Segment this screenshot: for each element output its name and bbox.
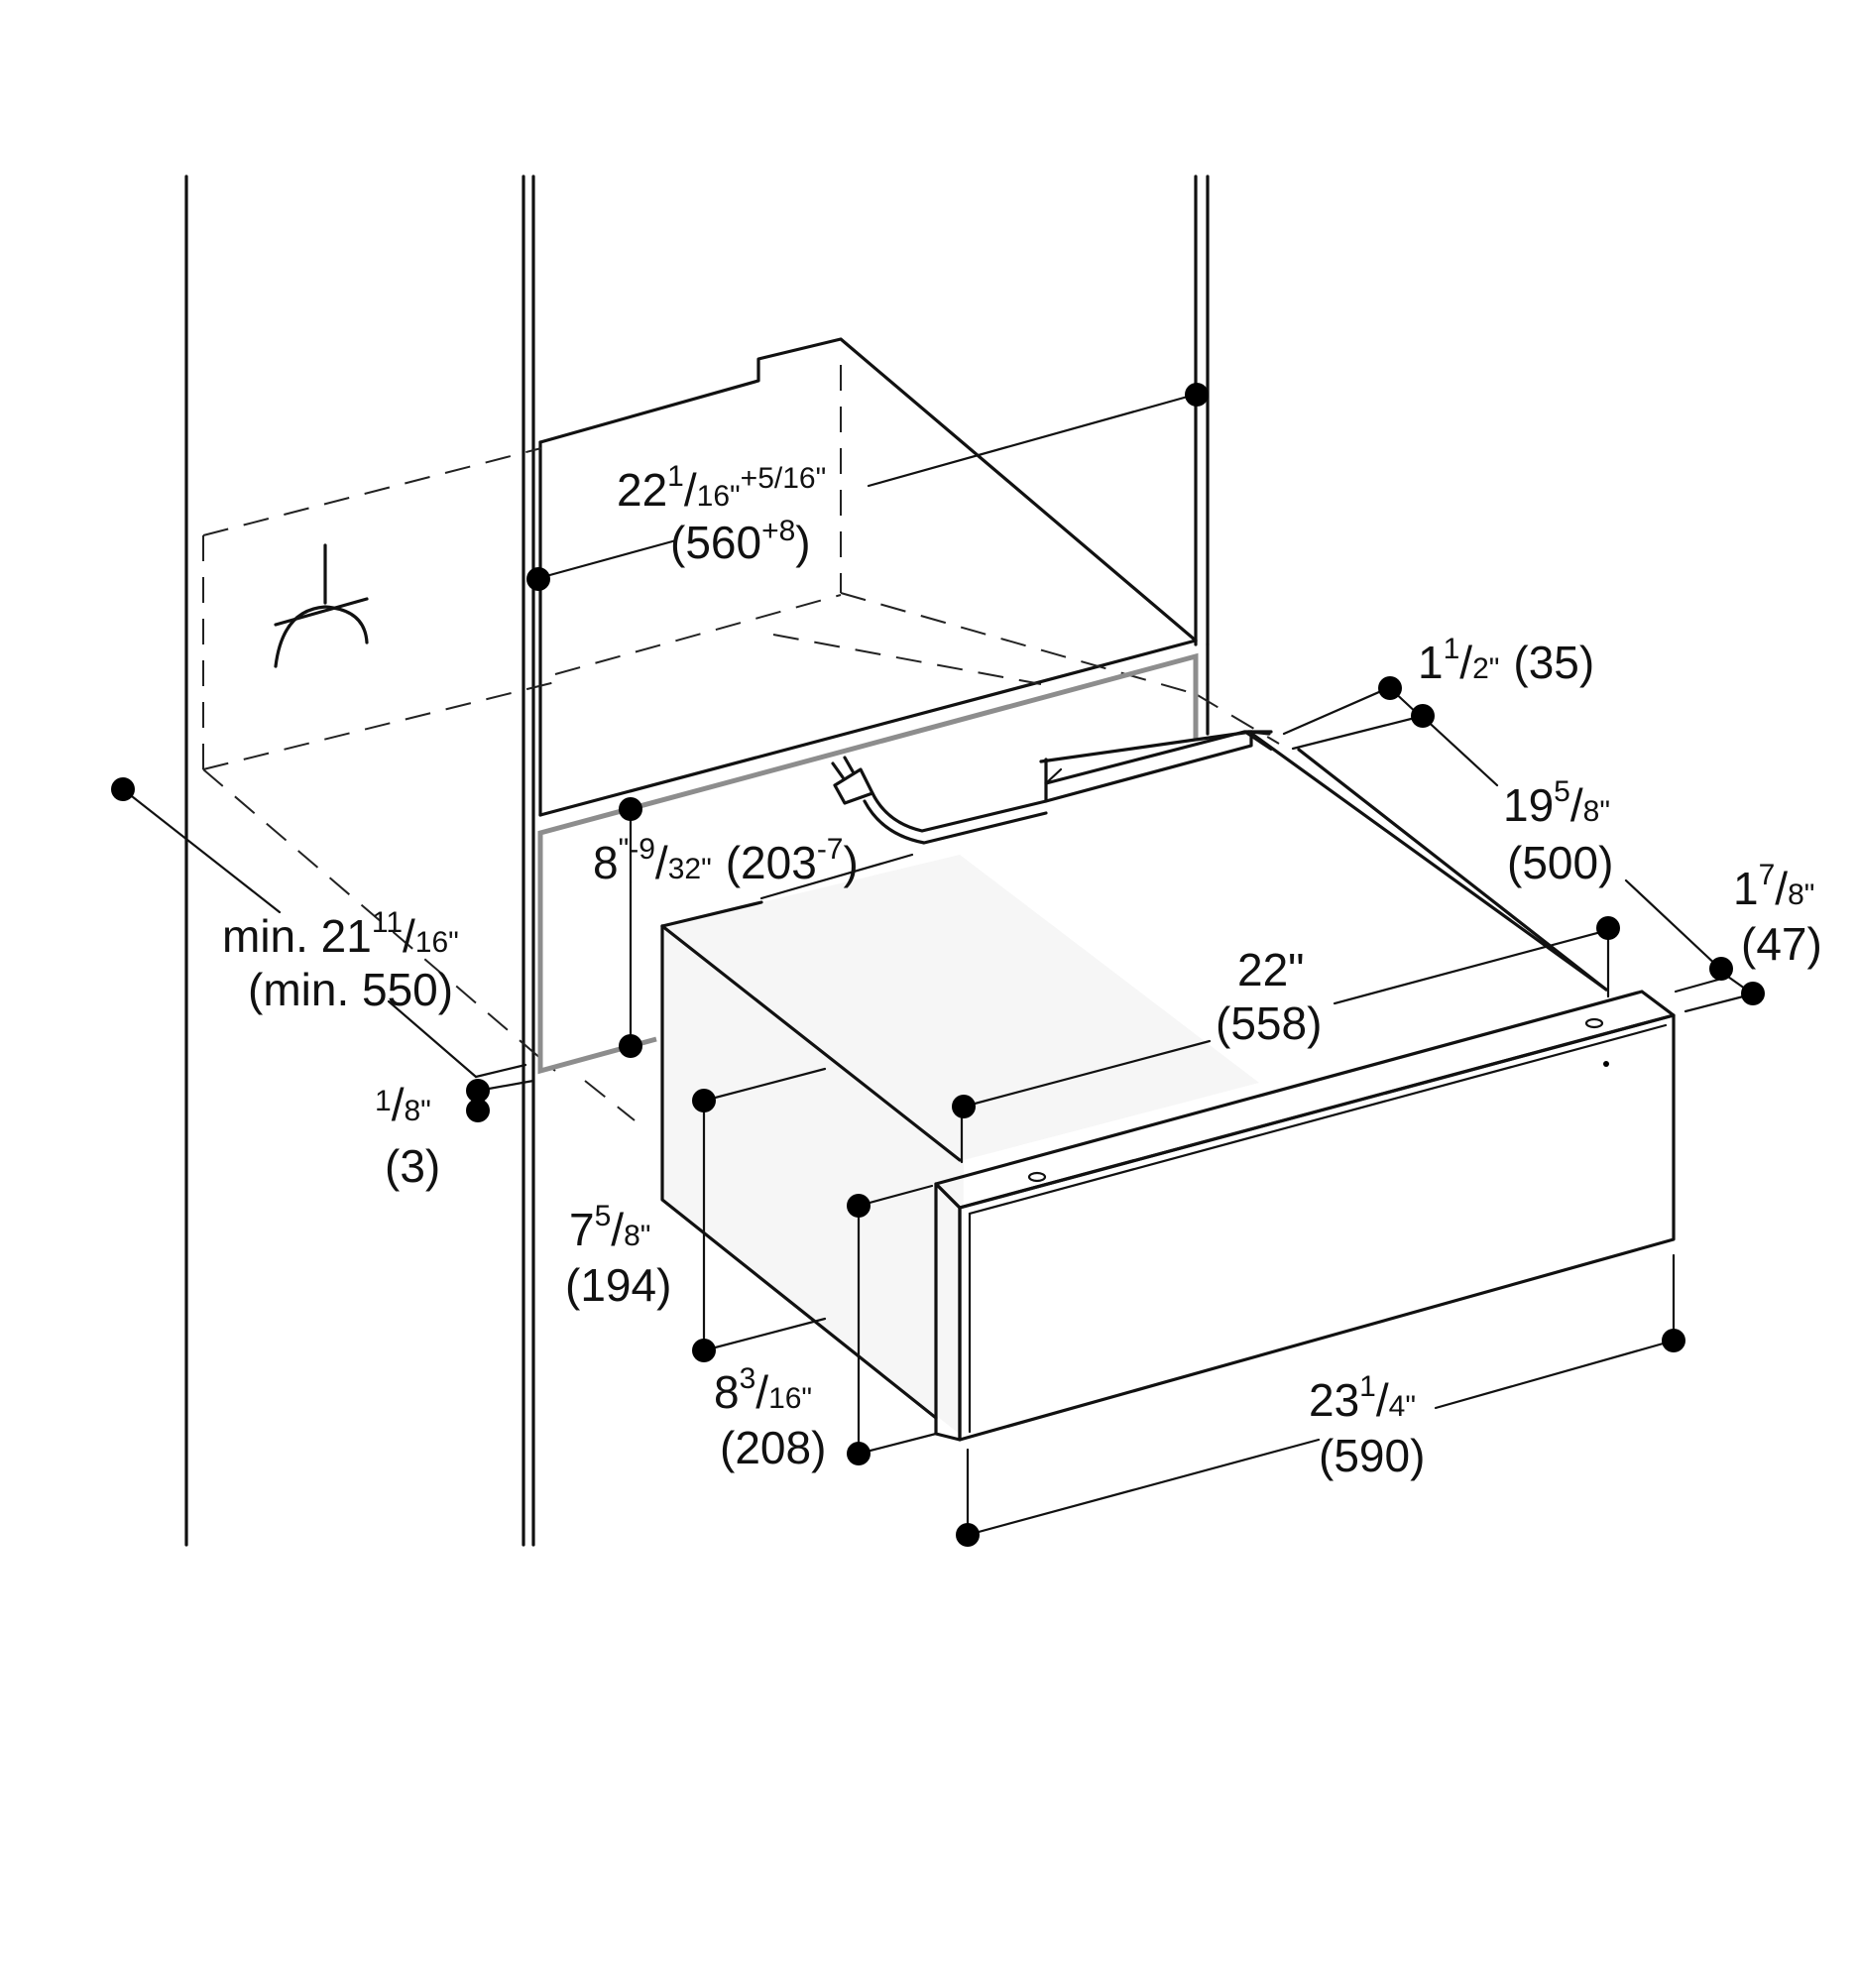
cabinet-panels (184, 175, 1210, 1547)
label-cutout-width-metric: (560+8) (670, 515, 811, 568)
electrical-socket-icon (274, 543, 369, 668)
label-body-width-metric: (558) (1216, 997, 1322, 1049)
label-flush-offset: 11/2"(35) (1418, 633, 1594, 688)
cutout-dashed-outline (202, 365, 1280, 1121)
label-cutout-depth: 195/8" (1503, 775, 1610, 831)
upper-niche (538, 337, 1198, 817)
label-cutout-width: 221/16"+5/16" (617, 460, 826, 516)
label-front-thickness-metric: (47) (1741, 918, 1822, 970)
label-front-height: 83/16" (714, 1362, 812, 1418)
drawer-front-panel (934, 990, 1676, 1442)
label-min-depth-metric: (min. 550) (248, 964, 453, 1015)
power-plug-icon (831, 756, 1048, 845)
label-gap-metric: (3) (385, 1140, 440, 1192)
label-front-width: 231/4" (1309, 1370, 1416, 1426)
label-cutout-depth-metric: (500) (1507, 837, 1613, 888)
label-min-depth: min. 2111/16" (222, 906, 459, 962)
label-niche-height: 8"-9/32"(203-7) (593, 833, 859, 888)
niche-frame (537, 652, 1199, 1075)
label-gap: 1/8" (375, 1079, 431, 1130)
label-body-height-metric: (194) (565, 1259, 671, 1311)
label-front-width-metric: (590) (1319, 1430, 1425, 1481)
label-front-thickness: 17/8" (1733, 859, 1814, 914)
dimension-endpoints (111, 383, 1765, 1547)
dimension-labels: 221/16"+5/16" (560+8) 11/2"(35) 195/8" (… (222, 460, 1822, 1481)
label-front-height-metric: (208) (720, 1422, 826, 1473)
label-body-height: 75/8" (569, 1200, 650, 1255)
label-body-width: 22" (1237, 944, 1305, 995)
